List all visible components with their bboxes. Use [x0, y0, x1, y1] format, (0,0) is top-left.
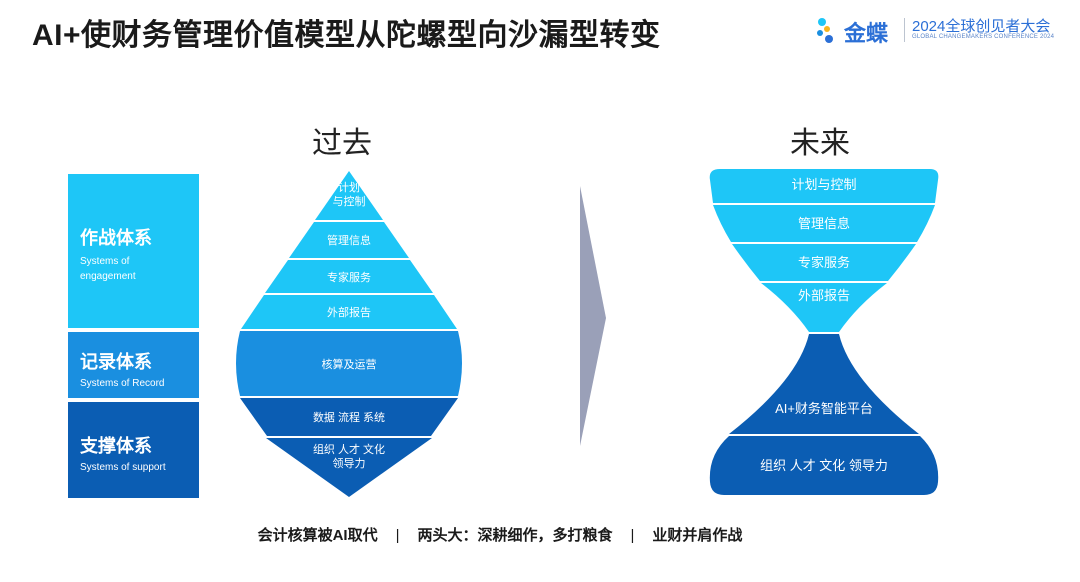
past-layer-label: 专家服务 [327, 270, 371, 284]
footer-item: 两头大：深耕细作，多打粮食 [417, 527, 613, 544]
past-layer-label: 数据 流程 系统 [313, 410, 385, 424]
future-layer-label: 组织 人才 文化 领导力 [760, 458, 888, 473]
system-en-name: Systems of engagement [80, 256, 136, 282]
future-layer-label: 专家服务 [798, 255, 850, 270]
footer-item: 会计核算被AI取代 [257, 527, 378, 544]
future-layer-label: AI+财务智能平台 [775, 401, 873, 416]
brand-header: 金蝶 2024全球创见者大会 GLOBAL CHANGEMAKERS CONFE… [816, 14, 1066, 48]
past-layer-data-process [240, 398, 458, 436]
system-name: 记录体系 [80, 352, 152, 372]
past-title: 过去 [312, 127, 372, 160]
footer-summary: 会计核算被AI取代 | 两头大：深耕细作，多打粮食 | 业财并肩作战 [0, 524, 1000, 545]
system-block-record: 记录体系 Systems of Record [68, 332, 199, 398]
past-layer-label: 核算及运营 [322, 357, 377, 371]
brand-name: 金蝶 [844, 21, 889, 46]
brand-divider [904, 18, 905, 42]
past-layer-label: 领导力 [333, 457, 366, 470]
future-layer-label: 计划与控制 [791, 177, 856, 192]
past-top-diagram [236, 171, 462, 497]
future-hourglass-diagram [709, 169, 939, 495]
past-layer-label: 计划 [338, 181, 360, 194]
future-title: 未来 [790, 127, 850, 160]
footer-separator: | [630, 527, 635, 544]
future-layer-expert-service [732, 244, 916, 281]
past-layer-management-info [289, 222, 409, 258]
system-name: 支撑体系 [80, 436, 152, 456]
past-layer-label: 管理信息 [327, 233, 371, 247]
past-layer-expert-service [265, 260, 433, 293]
future-layer-external-report [761, 283, 887, 332]
system-en-name: Systems of Record [80, 378, 165, 389]
kingdee-logo-icon [817, 18, 833, 43]
event-subtitle: GLOBAL CHANGEMAKERS CONFERENCE 2024 [912, 34, 1055, 40]
future-layer-label: 外部报告 [798, 288, 850, 303]
future-layer-management-info [713, 205, 935, 242]
transition-arrow-icon [580, 186, 606, 446]
past-layer-planning [315, 171, 383, 220]
system-block-engagement: 作战体系 Systems of engagement [68, 174, 199, 328]
future-layer-label: 管理信息 [798, 216, 850, 231]
future-layer-ai-platform [729, 334, 919, 434]
page-title: AI+使财务管理价值模型从陀螺型向沙漏型转变 [32, 19, 661, 52]
future-layer-organization [709, 436, 939, 495]
system-block-support: 支撑体系 Systems of support [68, 402, 199, 498]
past-layer-label: 与控制 [333, 194, 366, 208]
future-layer-planning [709, 169, 939, 203]
past-layer-accounting [236, 331, 462, 396]
past-layer-label: 组织 人才 文化 [313, 442, 385, 456]
system-en-name: Systems of support [80, 462, 166, 473]
past-layer-label: 外部报告 [327, 305, 371, 319]
past-layer-external-report [241, 295, 457, 329]
system-name: 作战体系 [80, 228, 152, 248]
footer-separator: | [395, 527, 400, 544]
past-layer-organization [266, 438, 432, 497]
footer-item: 业财并肩作战 [652, 527, 743, 544]
event-title: 2024全球创见者大会 [912, 18, 1051, 35]
